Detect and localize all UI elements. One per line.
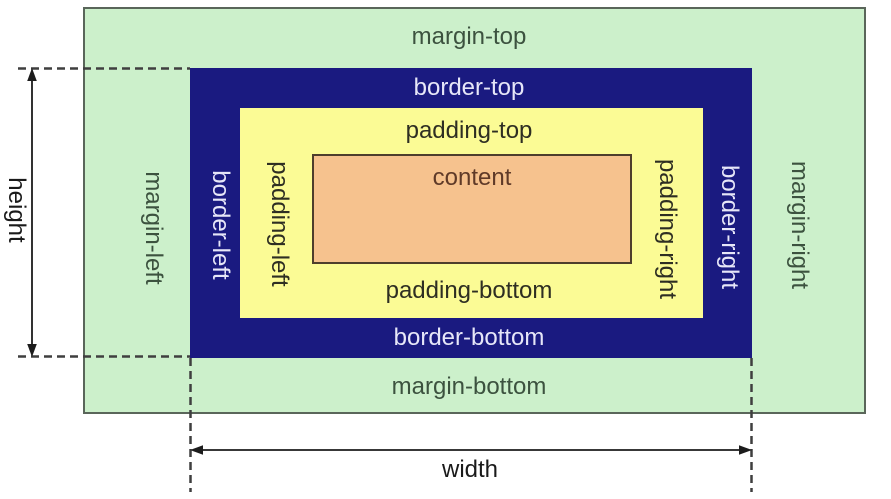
- arrowhead-left-icon: [190, 445, 203, 455]
- padding-left-label: padding-left: [266, 161, 293, 287]
- margin-left-label: margin-left: [140, 171, 167, 285]
- border-bottom-label: border-bottom: [393, 324, 545, 351]
- padding-right-label: padding-right: [654, 158, 681, 300]
- margin-top-label: margin-top: [411, 23, 527, 50]
- margin-right-label: margin-right: [786, 160, 813, 290]
- padding-bottom-label: padding-bottom: [385, 277, 553, 304]
- border-top-label: border-top: [413, 74, 525, 101]
- height-dimension-label: height: [3, 177, 30, 243]
- margin-bottom-label: margin-bottom: [391, 373, 547, 400]
- border-right-label: border-right: [716, 164, 743, 290]
- content-area: [312, 154, 632, 264]
- border-left-label: border-left: [207, 170, 234, 280]
- arrowhead-up-icon: [27, 68, 37, 81]
- arrowhead-down-icon: [27, 344, 37, 357]
- padding-top-label: padding-top: [405, 117, 533, 144]
- content-label: content: [432, 164, 512, 191]
- arrowhead-right-icon: [739, 445, 752, 455]
- width-dimension-label: width: [441, 456, 499, 483]
